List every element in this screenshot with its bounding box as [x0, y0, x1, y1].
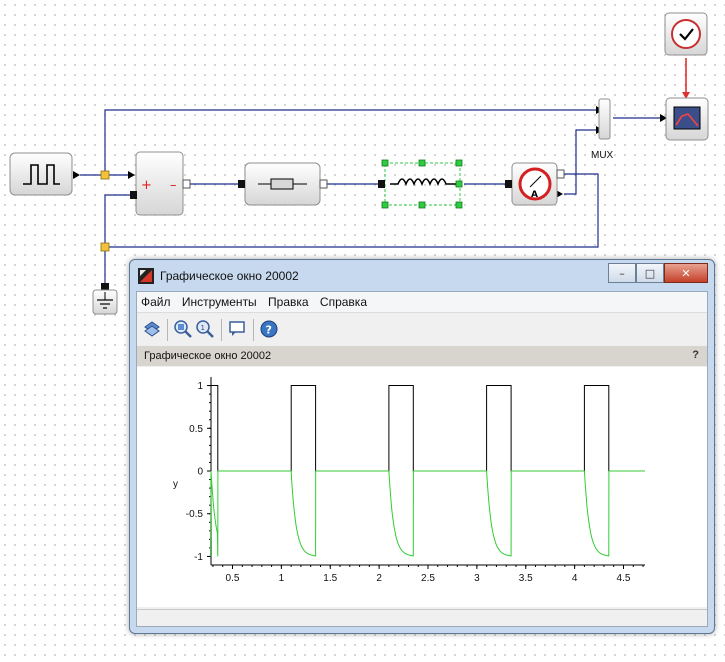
ammeter-output-port[interactable] — [556, 169, 565, 179]
arrow-scope-in — [660, 114, 667, 122]
voltage-source-block[interactable]: + – — [135, 151, 184, 216]
toolbar-separator — [221, 319, 222, 341]
plus-icon: + — [141, 178, 152, 193]
x-tick-label: 1 — [279, 573, 285, 584]
maximize-button[interactable]: □ — [636, 263, 664, 283]
close-button[interactable]: ✕ — [664, 263, 708, 283]
pulse-generator-block[interactable] — [9, 152, 73, 196]
x-tick-label: 4.5 — [617, 573, 631, 584]
zoom-in-icon[interactable] — [173, 319, 193, 339]
minus-icon: – — [170, 178, 177, 193]
resistor-block[interactable] — [244, 162, 321, 206]
split-point[interactable] — [100, 242, 110, 252]
svg-text:?: ? — [266, 324, 272, 337]
y-tick-label: -1 — [194, 552, 203, 563]
scope-block[interactable] — [665, 97, 709, 141]
window-content: Файл Инструменты Правка Справка 1 — [136, 291, 708, 627]
source-output-port[interactable] — [182, 179, 191, 189]
split-point[interactable] — [100, 170, 110, 180]
selection-handle[interactable] — [455, 180, 463, 188]
y-tick-label: 0 — [197, 467, 203, 478]
x-tick-label: 1.5 — [323, 573, 337, 584]
mux-icon[interactable] — [598, 98, 611, 140]
wire-ammeter-to-mux[interactable] — [564, 129, 596, 195]
toolbar: 1 ? — [137, 313, 707, 345]
scope-icon — [673, 106, 701, 130]
source-input-port[interactable] — [130, 191, 137, 199]
mux-label: MUX — [591, 150, 614, 161]
resistor-output-port[interactable] — [319, 179, 328, 189]
figure-label-bar: Графическое окно 20002 ? — [137, 346, 707, 366]
ground-block[interactable] — [92, 283, 118, 315]
resistor-icon — [270, 178, 294, 190]
mux-block[interactable]: MUX — [591, 98, 614, 161]
x-tick-label: 0.5 — [226, 573, 240, 584]
plot-canvas[interactable]: 1 0.5 0 -0.5 -1 0.5 1 1.5 2 2.5 3 3.5 4 4.5 y — [137, 367, 707, 607]
plot-area[interactable]: 1 0.5 0 -0.5 -1 0.5 1 1.5 2 2.5 3 3.5 4 4.5 y — [137, 367, 707, 607]
selection-handle[interactable] — [381, 201, 389, 209]
ammeter-letter: A — [531, 190, 538, 200]
ground-port[interactable] — [101, 283, 109, 290]
y-tick-label: 0.5 — [189, 424, 203, 435]
menu-file[interactable]: Файл — [141, 295, 171, 309]
x-tick-label: 3 — [474, 573, 480, 584]
y-axis-label: y — [173, 479, 178, 490]
ammeter-icon — [518, 167, 552, 201]
x-tick-label: 4 — [572, 573, 578, 584]
arrow-source-in — [128, 171, 135, 179]
arrow-ammeter-out — [556, 190, 563, 198]
figure-label: Графическое окно 20002 — [144, 350, 272, 362]
scilab-app-icon — [138, 268, 154, 284]
menu-help[interactable]: Справка — [319, 295, 367, 309]
wire-return-loop[interactable] — [104, 173, 599, 248]
clock-block[interactable] — [664, 12, 708, 56]
x-tick-label: 3.5 — [519, 573, 533, 584]
datatip-icon[interactable] — [227, 319, 247, 339]
pulse-generator-icon — [23, 164, 60, 185]
window-titlebar[interactable]: Графическое окно 20002 – □ ✕ — [130, 260, 714, 290]
inductor-block[interactable] — [381, 159, 463, 209]
ammeter-input-port[interactable] — [505, 180, 512, 188]
inductor-input-port[interactable] — [378, 180, 385, 188]
menu-bar: Файл Инструменты Правка Справка — [137, 292, 707, 313]
wire-pulse-to-mux[interactable] — [80, 109, 596, 176]
y-tick-label: 1 — [197, 381, 203, 392]
toolbar-separator — [253, 319, 254, 341]
x-tick-label: 2 — [376, 573, 382, 584]
clock-icon — [671, 19, 701, 49]
zoom-reset-icon[interactable]: 1 — [195, 319, 215, 339]
menu-edit[interactable]: Правка — [268, 295, 309, 309]
ammeter-block[interactable]: A — [511, 162, 558, 206]
arrow-clock-event — [682, 92, 690, 99]
series-square-wave — [211, 385, 645, 472]
inductor-icon — [390, 178, 456, 187]
help-icon[interactable]: ? — [259, 319, 279, 339]
ticks: 1 0.5 0 -0.5 -1 0.5 1 1.5 2 2.5 3 3.5 4 4.5 — [186, 381, 644, 584]
rotate-icon[interactable] — [142, 319, 162, 339]
selection-handle[interactable] — [455, 159, 463, 167]
window-title: Графическое окно 20002 — [160, 269, 299, 283]
svg-text:1: 1 — [201, 324, 205, 332]
selection-handle[interactable] — [381, 159, 389, 167]
figure-help-button[interactable]: ? — [692, 349, 699, 361]
menu-tools[interactable]: Инструменты — [181, 295, 257, 309]
selection-handle[interactable] — [455, 201, 463, 209]
arrow-pulse-out — [73, 171, 80, 179]
resistor-input-port[interactable] — [238, 180, 245, 188]
selection-handle[interactable] — [418, 201, 426, 209]
wires — [80, 58, 687, 285]
graphic-window[interactable]: Графическое окно 20002 – □ ✕ Файл Инстру… — [129, 259, 715, 634]
y-tick-label: -0.5 — [186, 509, 204, 520]
toolbar-separator — [167, 319, 168, 341]
ground-icon — [97, 292, 113, 309]
x-tick-label: 2.5 — [421, 573, 435, 584]
minimize-button[interactable]: – — [608, 263, 636, 283]
status-bar — [137, 609, 707, 626]
selection-handle[interactable] — [418, 159, 426, 167]
series-inductor-current — [209, 470, 645, 557]
